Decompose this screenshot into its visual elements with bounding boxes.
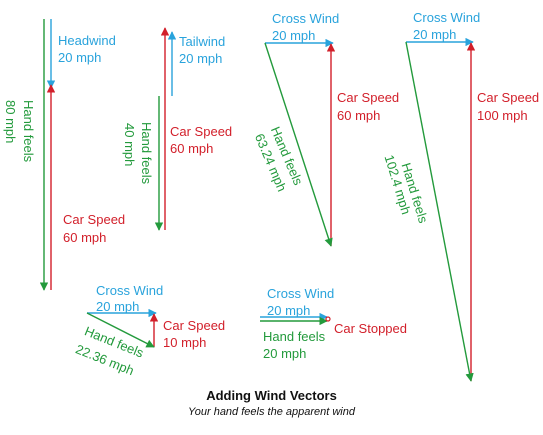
crosswind-value: 20 mph [413,27,456,42]
tailwind-label: Tailwind [179,34,225,49]
car-stopped-group: Cross Wind 20 mph Car Stopped Hand feels… [260,286,407,361]
crosswind-60-group: Cross Wind 20 mph Car Speed 60 mph Hand … [252,11,399,247]
crosswind-label: Cross Wind [272,11,339,26]
crosswind-label: Cross Wind [267,286,334,301]
diagram-title: Adding Wind Vectors [206,388,337,403]
crosswind-10-group: Cross Wind 20 mph Car Speed 10 mph Hand … [74,283,226,378]
crosswind-value: 20 mph [267,303,310,318]
car-speed-label: Car Speed [477,90,539,105]
hand-feels-label: Hand feels [263,329,326,344]
tailwind-group: Tailwind 20 mph Car Speed 60 mph Hand fe… [122,27,232,231]
crosswind-value: 20 mph [272,28,315,43]
headwind-value: 20 mph [58,50,101,65]
car-speed-value: 100 mph [477,108,528,123]
crosswind-value: 20 mph [96,299,139,314]
crosswind-label: Cross Wind [96,283,163,298]
car-speed-value: 60 mph [170,141,213,156]
hand-feels-label: Hand feels [139,122,154,185]
tailwind-value: 20 mph [179,51,222,66]
car-speed-label: Car Speed [63,212,125,227]
crosswind-100-group: Cross Wind 20 mph Car Speed 100 mph Hand… [382,10,539,382]
car-speed-label: Car Speed [337,90,399,105]
car-speed-value: 60 mph [337,108,380,123]
car-stopped-label: Car Stopped [334,321,407,336]
headwind-group: Headwind 20 mph Car Speed 60 mph Hand fe… [3,19,125,291]
car-stopped-dot [325,316,331,322]
car-speed-value: 60 mph [63,230,106,245]
headwind-label: Headwind [58,33,116,48]
car-speed-value: 10 mph [163,335,206,350]
hand-feels-value: 80 mph [3,100,18,143]
crosswind-label: Cross Wind [413,10,480,25]
car-speed-label: Car Speed [163,318,225,333]
diagram-subtitle: Your hand feels the apparent wind [188,406,355,418]
hand-feels-label: Hand feels [21,100,36,163]
hand-feels-vector [405,41,474,382]
car-speed-label: Car Speed [170,124,232,139]
hand-feels-vector [86,312,155,348]
hand-feels-vector [264,42,333,247]
hand-feels-value: 40 mph [122,123,137,166]
hand-feels-value: 20 mph [263,346,306,361]
